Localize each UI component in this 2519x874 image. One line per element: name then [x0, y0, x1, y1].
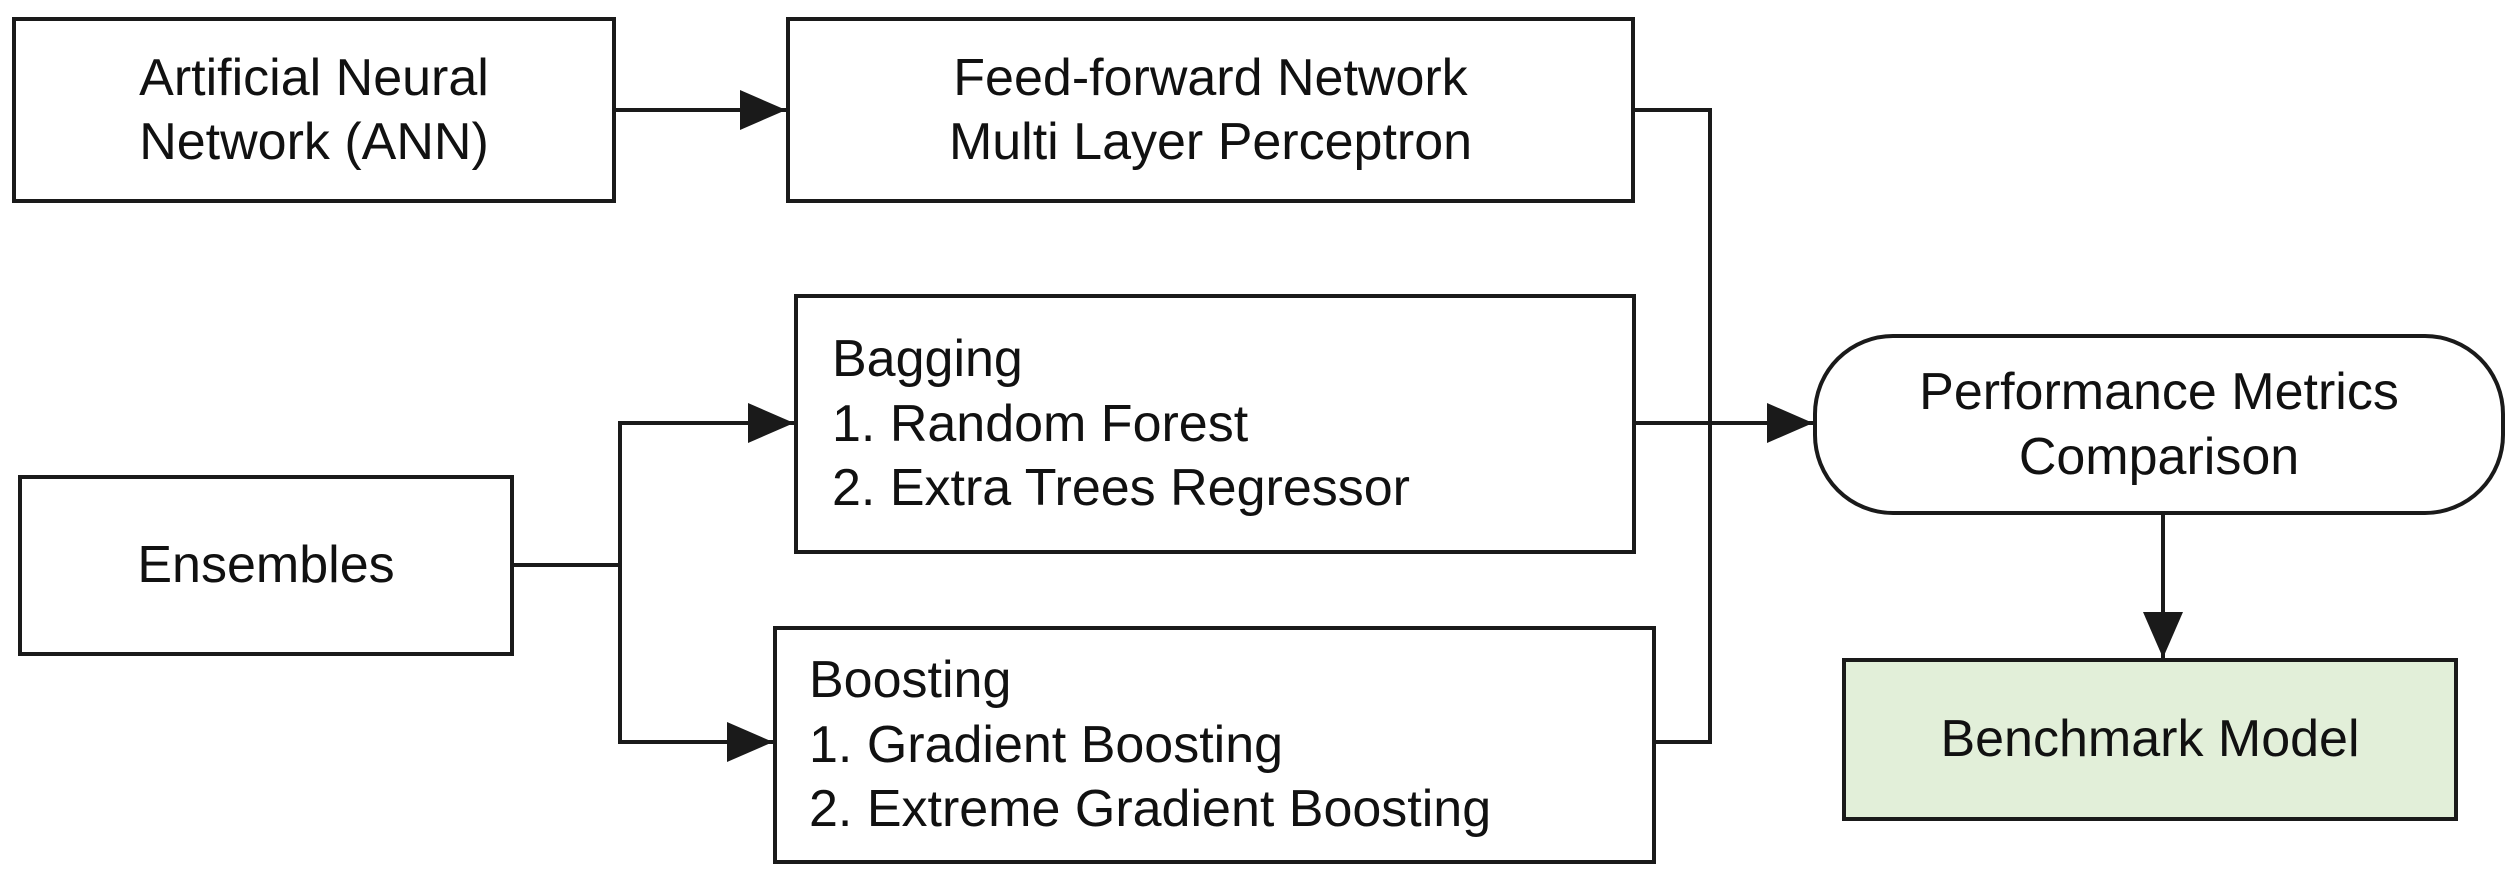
node-boosting-item-1: 1. Gradient Boosting — [809, 715, 1284, 774]
node-ensembles-label: Ensembles — [137, 536, 395, 595]
edge-ffn-to-merge — [1635, 108, 1712, 423]
node-ann-line-2: Network (ANN) — [139, 113, 489, 171]
edge-boosting-to-merge — [1656, 423, 1712, 744]
node-boosting-title: Boosting — [809, 651, 1012, 710]
node-ann-line-1: Artificial Neural — [139, 48, 489, 107]
node-ffn-line-2: Multi Layer Perceptron — [948, 113, 1473, 171]
node-benchmark-label: Benchmark Model — [1940, 710, 2360, 769]
node-performance-metrics: Performance Metrics Comparison — [1813, 334, 2505, 515]
node-bagging-item-2: 2. Extra Trees Regressor — [832, 459, 1410, 518]
node-bagging: Bagging 1. Random Forest 2. Extra Trees … — [794, 294, 1636, 554]
edge-ensembles-to-bagging — [618, 403, 794, 565]
node-ffn-line-1: Feed-forward Network — [953, 48, 1468, 107]
node-performance-line-1: Performance Metrics — [1919, 363, 2399, 422]
node-benchmark-model: Benchmark Model — [1842, 658, 2458, 821]
node-feed-forward-network: Feed-forward Network Multi Layer Percept… — [786, 17, 1635, 203]
node-boosting: Boosting 1. Gradient Boosting 2. Extreme… — [773, 626, 1656, 864]
node-ann: Artificial Neural Network (ANN) — [12, 17, 616, 203]
node-bagging-title: Bagging — [832, 330, 1023, 389]
node-bagging-item-1: 1. Random Forest — [832, 394, 1249, 453]
node-boosting-item-2: 2. Extreme Gradient Boosting — [809, 780, 1492, 839]
edge-ensembles-to-boosting — [618, 565, 773, 762]
node-performance-line-2: Comparison — [2018, 427, 2300, 486]
node-ensembles: Ensembles — [18, 475, 514, 656]
